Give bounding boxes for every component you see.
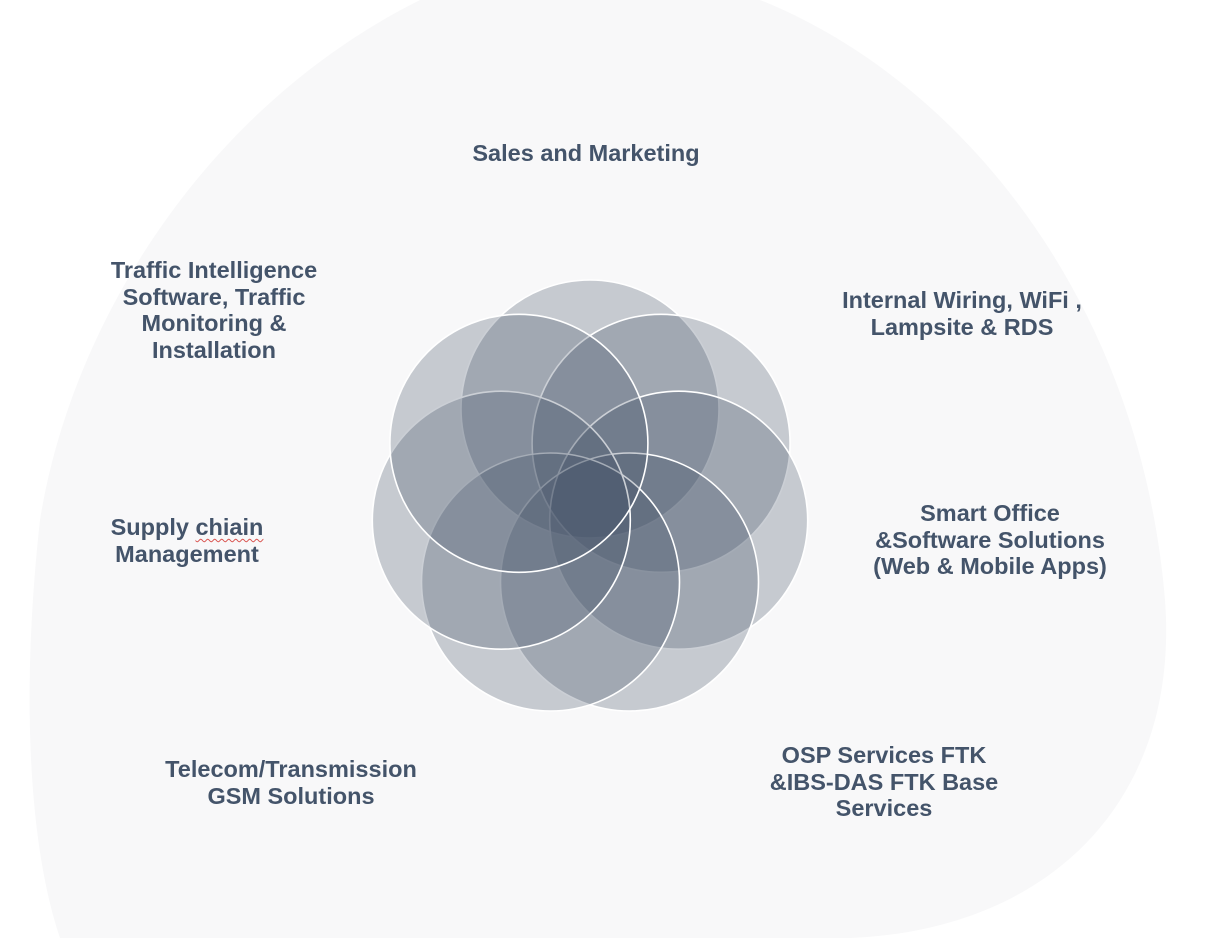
petal-circle bbox=[460, 279, 720, 539]
petal-circle bbox=[531, 313, 791, 574]
label-osp-services: OSP Services FTK &IBS-DAS FTK Base Servi… bbox=[770, 742, 999, 822]
label-traffic-intelligence: Traffic Intelligence Software, Traffic M… bbox=[111, 257, 317, 363]
misspelled-word: chiain bbox=[195, 514, 264, 540]
label-line: &IBS-DAS FTK Base bbox=[769, 768, 999, 795]
petal-circle bbox=[548, 390, 809, 651]
label-line: Lampsite & RDS bbox=[870, 313, 1054, 340]
petal-circle bbox=[371, 390, 632, 651]
label-line: GSM Solutions bbox=[207, 782, 375, 809]
label-line: Traffic Intelligence bbox=[110, 257, 318, 283]
label-line: OSP Services FTK bbox=[781, 742, 987, 768]
label-line: Services bbox=[835, 795, 933, 821]
label-line: Internal Wiring, WiFi , bbox=[842, 287, 1082, 313]
label-supply-chain: Supply chiain Management bbox=[111, 514, 264, 567]
label-smart-office: Smart Office &Software Solutions (Web & … bbox=[873, 500, 1107, 580]
label-telecom-transmission: Telecom/Transmission GSM Solutions bbox=[165, 756, 417, 809]
label-internal-wiring: Internal Wiring, WiFi , Lampsite & RDS bbox=[842, 287, 1082, 340]
label-line: (Web & Mobile Apps) bbox=[873, 553, 1107, 579]
petal-circle bbox=[420, 452, 681, 712]
label-line: Installation bbox=[151, 336, 277, 363]
label-line: Smart Office bbox=[920, 500, 1060, 526]
label-line: Management bbox=[115, 540, 259, 567]
label-line: Supply chiain bbox=[111, 514, 264, 541]
label-line: Software, Traffic bbox=[122, 283, 306, 310]
label-line: Monitoring & bbox=[141, 310, 287, 336]
label-line: Telecom/Transmission bbox=[165, 756, 417, 782]
label-sales-and-marketing: Sales and Marketing bbox=[472, 140, 699, 167]
label-text: Supply bbox=[110, 514, 196, 540]
petal-circle bbox=[389, 313, 649, 574]
label-line: &Software Solutions bbox=[875, 526, 1105, 553]
petal-circle bbox=[499, 452, 760, 712]
label-line: Sales and Marketing bbox=[472, 140, 700, 166]
